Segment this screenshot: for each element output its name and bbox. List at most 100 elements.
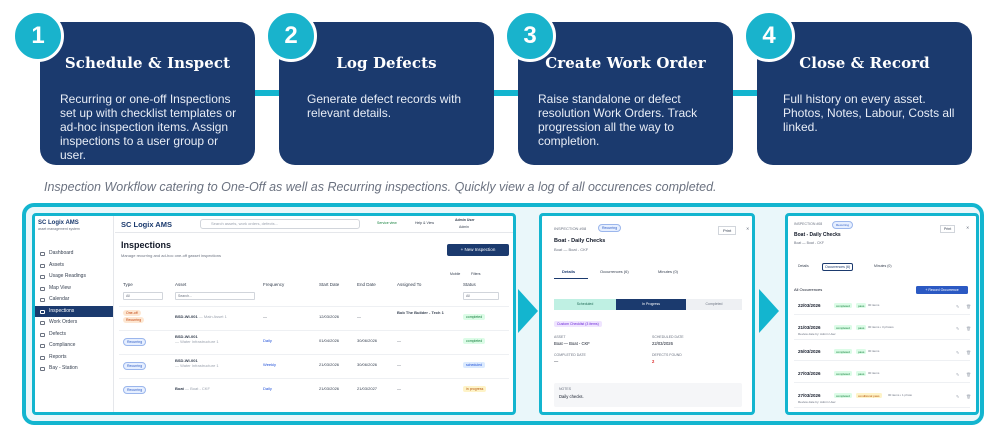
page-title: Inspections: [121, 240, 172, 250]
step-title: Create Work Order: [545, 54, 706, 72]
occurrence-item[interactable]: 27/03/2026 completed pass 00 items ✎ 🗑: [794, 368, 972, 383]
print-button[interactable]: Print: [940, 225, 956, 233]
occurrence-item[interactable]: 22/03/2026 completed pass 00 items ✎ 🗑: [794, 300, 972, 315]
column-header[interactable]: Start Date: [319, 282, 340, 287]
table-row[interactable]: Recurring Boat — Boat - CKF Daily 21/03/…: [119, 378, 509, 402]
column-header[interactable]: End Date: [357, 282, 376, 287]
stage-scheduled: Scheduled: [554, 299, 616, 310]
sidebar-item-reports[interactable]: Reports: [35, 352, 113, 364]
column-header[interactable]: Asset: [175, 282, 187, 287]
type-filter[interactable]: All: [123, 292, 163, 300]
asset-code: BSD-WI-001: [175, 358, 198, 363]
table-row[interactable]: Recurring BSD-WI-001— Water Infrastructu…: [119, 354, 509, 378]
search-input[interactable]: Search assets, work orders, defects...: [200, 219, 360, 229]
print-button[interactable]: Print: [718, 226, 737, 235]
tab-minutes[interactable]: Minutes (0): [658, 269, 679, 274]
sidebar-item-calendar[interactable]: Calendar: [35, 294, 113, 306]
notes-label: NOTES: [559, 387, 572, 391]
sidebar-item-bay-station[interactable]: Bay - Station: [35, 363, 113, 375]
step-card-3: Create Work Order Raise standalone or de…: [518, 22, 733, 165]
sidebar-item-work-orders[interactable]: Work Orders: [35, 317, 113, 329]
edit-icon[interactable]: ✎: [956, 326, 960, 331]
delete-icon[interactable]: 🗑: [966, 394, 972, 399]
step-card-1: Schedule & Inspect Recurring or one-off …: [40, 22, 255, 165]
tab-details[interactable]: Details: [562, 269, 576, 274]
assets-icon: [40, 263, 45, 268]
asset-code: BSD-WI-001: [175, 314, 198, 319]
asset-value: Boat — Boat - CKF: [554, 341, 590, 346]
stage-completed: Completed: [686, 299, 742, 310]
gauge-icon: [40, 275, 45, 279]
help-view-link[interactable]: Help & View: [415, 221, 435, 225]
edit-icon[interactable]: ✎: [956, 304, 960, 309]
sidebar-item-assets[interactable]: Assets: [35, 260, 113, 272]
occurrence-result: pass: [856, 325, 867, 330]
type-badge: Recurring: [123, 317, 145, 323]
step-description: Recurring or one-off Inspections set up …: [60, 92, 237, 162]
scheduled-value: 22/03/2026: [652, 341, 673, 346]
status-filter[interactable]: All: [463, 292, 499, 300]
sidebar-item-label: Assets: [49, 261, 65, 268]
sidebar-item-dashboard[interactable]: Dashboard: [35, 248, 113, 260]
delete-icon[interactable]: 🗑: [966, 350, 972, 355]
occurrence-status: completed: [834, 371, 852, 376]
step-description: Full history on every asset. Photos, Not…: [783, 92, 955, 134]
assigned-cell: —: [397, 362, 401, 367]
sidebar-item-compliance[interactable]: Compliance: [35, 340, 113, 352]
sidebar-item-usage-readings[interactable]: Usage Readings: [35, 271, 113, 283]
delete-icon[interactable]: 🗑: [966, 372, 972, 377]
mobile-toggle[interactable]: Mobile: [450, 272, 461, 276]
table-row[interactable]: One-off Recurring BSD-WI-001 — Main Asse…: [119, 306, 509, 330]
step-title: Schedule & Inspect: [64, 54, 231, 72]
type-badge: One-off: [123, 310, 141, 316]
new-inspection-button[interactable]: + New Inspection: [447, 244, 509, 256]
occurrence-item[interactable]: 21/03/2026 Review date by: Admin User co…: [794, 322, 972, 340]
tab-details[interactable]: Details: [798, 264, 809, 268]
defects-value: 2: [652, 359, 655, 364]
service-view-toggle[interactable]: Service view: [377, 221, 397, 225]
sidebar-item-map-view[interactable]: Map View: [35, 283, 113, 295]
start-date-cell: 12/03/2026: [319, 314, 340, 319]
dashboard-icon: [40, 252, 45, 256]
inspection-subtitle: Boat — Boat - CKF: [554, 247, 589, 252]
assigned-cell: —: [397, 338, 401, 343]
delete-icon[interactable]: 🗑: [966, 304, 972, 309]
edit-icon[interactable]: ✎: [956, 350, 960, 355]
asset-label: ASSET: [554, 335, 566, 339]
close-icon[interactable]: ✕: [966, 225, 970, 230]
shield-icon: [40, 344, 45, 348]
type-cell: One-off Recurring: [123, 310, 145, 323]
sidebar-item-defects[interactable]: Defects: [35, 329, 113, 341]
occurrence-item[interactable]: 27/03/2026 Review date by: Admin User co…: [794, 390, 972, 408]
inspections-main: Inspections Manage recurring and ad-hoc …: [115, 234, 513, 412]
record-occurrence-button[interactable]: + Record Occurrence: [916, 286, 968, 294]
filters-toggle[interactable]: Filters: [471, 272, 481, 276]
sidebar-item-label: Work Orders: [49, 319, 78, 325]
delete-icon[interactable]: 🗑: [966, 326, 972, 331]
sidebar-brand: SC Logix AMS: [38, 220, 79, 226]
user-name[interactable]: Admin User: [455, 218, 475, 222]
occurrence-item[interactable]: 25/03/2026 completed pass 00 items ✎ 🗑: [794, 346, 972, 361]
asset-cell: BSD-WI-001— Water Infrastructure 1: [175, 358, 219, 368]
completed-label: COMPLETED DATE: [554, 353, 586, 357]
table-row[interactable]: Recurring BSD-WI-001— Water Infrastructu…: [119, 330, 509, 354]
column-header[interactable]: Assigned To: [397, 282, 422, 287]
tab-occurrences[interactable]: Occurrences (6): [600, 269, 629, 274]
column-header[interactable]: Frequency: [263, 282, 285, 287]
occurrence-date: 21/03/2026: [798, 325, 821, 330]
end-date-cell: 30/06/2026: [357, 338, 378, 343]
asset-filter[interactable]: Search...: [175, 292, 255, 300]
sidebar-brand-sub: asset management system: [38, 227, 80, 231]
edit-icon[interactable]: ✎: [956, 394, 960, 399]
asset-code: BSD-WI-001: [175, 334, 198, 339]
column-header[interactable]: Type: [123, 282, 133, 287]
occurrence-reviewer: Review date by: Admin User: [798, 332, 836, 336]
tab-occurrences[interactable]: Occurrences (6): [822, 263, 854, 271]
sidebar-item-inspections[interactable]: Inspections: [35, 305, 113, 317]
column-header[interactable]: Status: [463, 282, 476, 287]
close-icon[interactable]: ✕: [746, 226, 750, 231]
edit-icon[interactable]: ✎: [956, 372, 960, 377]
tab-minutes[interactable]: Minutes (0): [874, 264, 892, 268]
occurrence-result: conditional pass: [856, 393, 882, 398]
table-filters: All Search... All: [119, 292, 509, 302]
